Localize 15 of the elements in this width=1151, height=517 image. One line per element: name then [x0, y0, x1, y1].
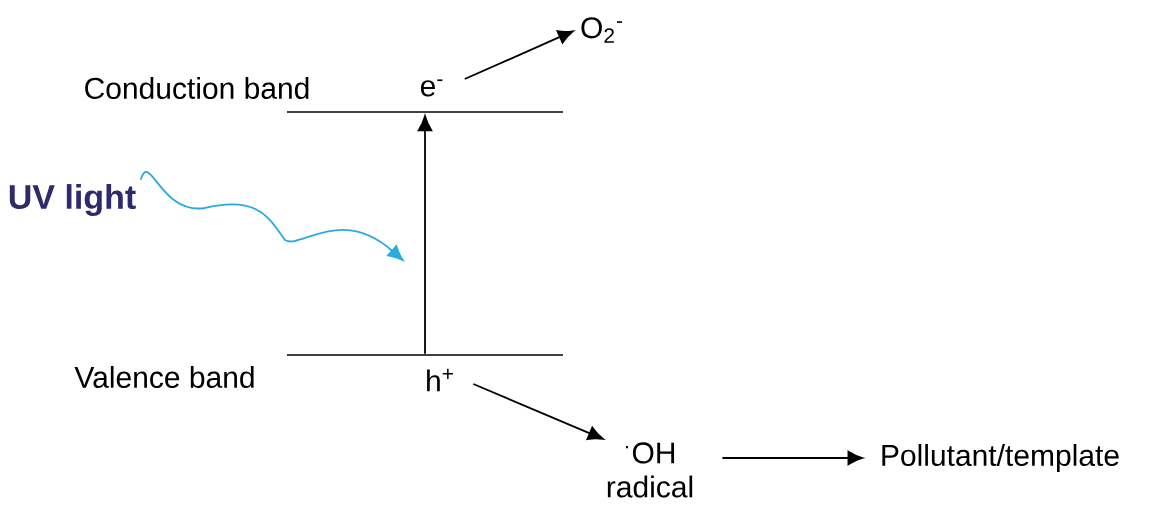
carrier-label: h$^{+}$ — [427, 368, 453, 392]
arrow — [463, 30, 574, 80]
carrier-label: e$^{-}$ — [420, 79, 443, 97]
arrow — [721, 450, 864, 466]
species-label: $^{·}$OH radical — [607, 442, 693, 498]
band-line — [287, 354, 563, 356]
band-label: Valence band — [74, 366, 254, 388]
arrow — [472, 383, 604, 440]
band-label: Conduction band — [85, 77, 309, 99]
arrow — [417, 115, 433, 355]
target-label: Pollutant/template — [882, 444, 1119, 472]
light-label: UV light — [9, 184, 136, 216]
arrow — [139, 171, 404, 261]
band-line — [287, 111, 563, 113]
species-label: O$_{2}$- — [581, 17, 623, 43]
